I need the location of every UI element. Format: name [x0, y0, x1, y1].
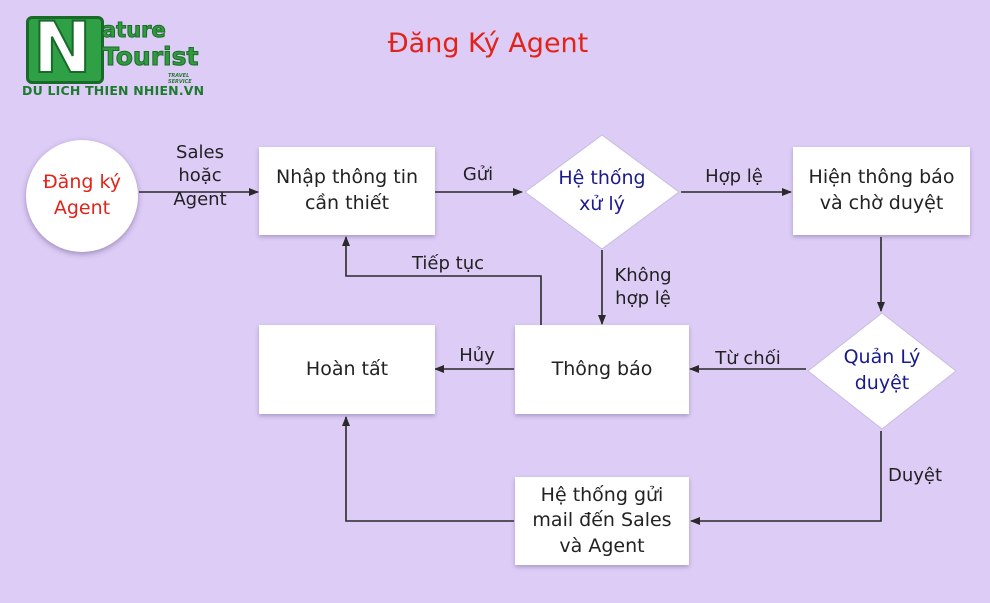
send-mail-node: Hệ thống gửi mail đến Sales và Agent	[515, 477, 689, 565]
edge-mail-complete	[342, 416, 514, 522]
edge-notification-input	[342, 236, 542, 325]
edge-label-send: Gửi	[462, 164, 494, 185]
logo-mark: N	[26, 7, 104, 89]
manager-decision-label: Quản Lý duyệt	[843, 346, 921, 394]
edge-label-sales-or-agent-text: Sales hoặc Agent	[173, 142, 227, 210]
manager-decision-node: Quản Lý duyệt	[806, 311, 958, 431]
brand-logo: N ature Tourist TRAVEL SERVICE DU LICH T…	[22, 7, 212, 104]
input-info-label: Nhập thông tin cần thiết	[275, 166, 419, 214]
start-node-label: Đăng ký Agent	[42, 171, 122, 219]
edge-label-valid: Hợp lệ	[705, 166, 763, 187]
system-decision-label: Hệ thống xử lý	[558, 167, 646, 215]
logo-service: TRAVEL SERVICE	[168, 73, 192, 85]
edge-manager-mail	[690, 431, 882, 525]
edge-label-approve: Duyệt	[887, 465, 943, 486]
edge-label-reject: Từ chối	[715, 348, 781, 369]
edge-label-continue: Tiếp tục	[411, 253, 485, 274]
notify-wait-node: Hiện thông báo và chờ duyệt	[793, 147, 970, 235]
edge-label-sales-or-agent: Sales hoặc Agent	[162, 141, 238, 211]
send-mail-label: Hệ thống gửi mail đến Sales và Agent	[532, 483, 672, 557]
system-decision-shape	[524, 134, 680, 250]
complete-node: Hoàn tất	[259, 325, 435, 414]
notify-wait-label: Hiện thông báo và chờ duyệt	[808, 166, 955, 214]
complete-label: Hoàn tất	[305, 357, 389, 380]
logo-tagline: DU LICH THIEN NHIEN.VN	[22, 83, 205, 98]
input-info-node: Nhập thông tin cần thiết	[259, 147, 435, 235]
edge-label-invalid: Không hợp lệ	[605, 264, 681, 311]
diagram-title: Đăng Ký Agent	[387, 28, 589, 59]
system-decision-node: Hệ thống xử lý	[523, 133, 681, 251]
logo-word-ature: ature	[102, 18, 167, 42]
notification-node: Thông báo	[515, 325, 689, 414]
notification-label: Thông báo	[551, 357, 653, 380]
edge-label-invalid-text: Không hợp lệ	[614, 265, 672, 310]
edge-label-cancel: Hủy	[459, 345, 495, 366]
logo-word-tourist: Tourist	[101, 42, 199, 71]
manager-decision-shape	[807, 312, 957, 430]
logo-letter: N	[32, 7, 93, 89]
start-node: Đăng ký Agent	[26, 140, 138, 252]
